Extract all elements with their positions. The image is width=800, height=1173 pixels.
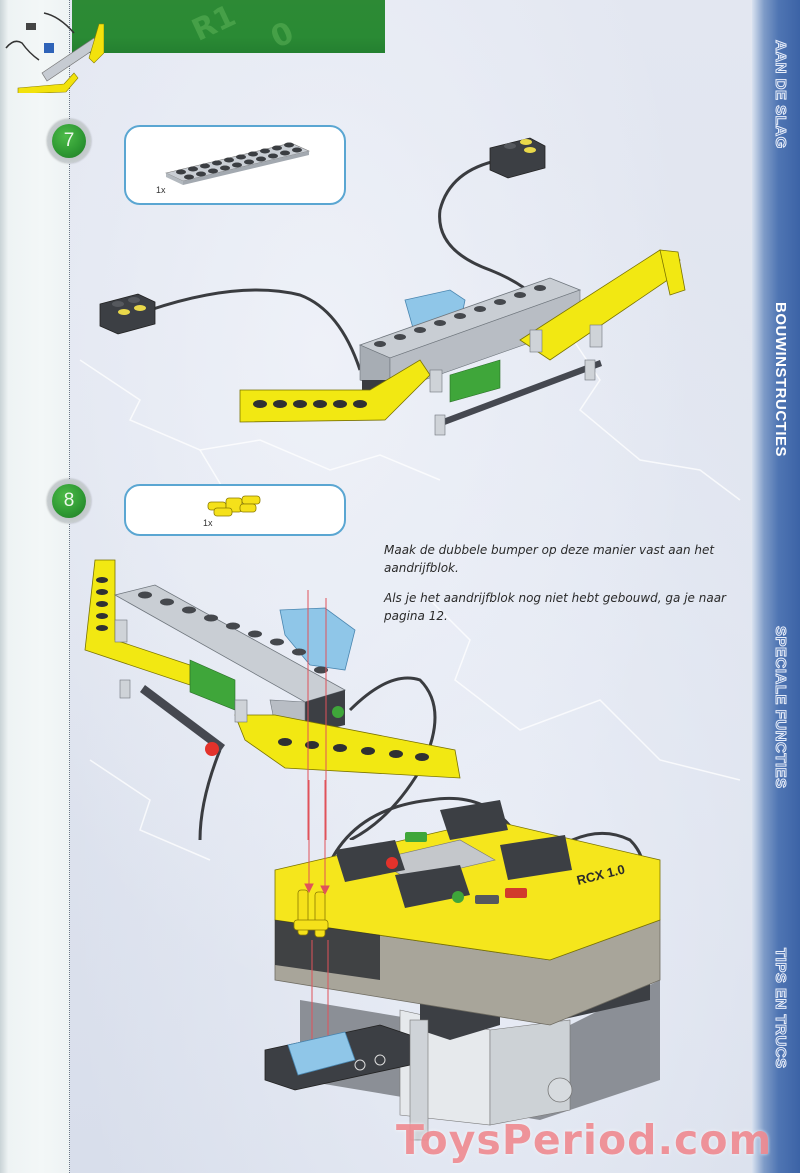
watermark: ToysPeriod.com	[396, 1116, 773, 1164]
tab-tips-en-trucs[interactable]: TIPS EN TRUCS	[772, 948, 790, 1070]
step-8-parts-callout: 1x	[124, 484, 346, 536]
step-7-parts-callout: 1x	[124, 125, 346, 205]
step-number: 8	[52, 484, 86, 518]
banner-pattern: R1	[186, 0, 242, 49]
plate-2x10-icon	[165, 142, 310, 185]
chapter-tab-strip	[752, 0, 800, 1173]
tab-speciale-functies[interactable]: SPECIALE FUNCTIES	[772, 626, 790, 790]
step-8-rcx-drive-block-illustration: RCX 1.0	[264, 780, 661, 1141]
step-number: 7	[52, 124, 86, 158]
part-quantity: 1x	[156, 185, 166, 195]
left-margin	[0, 0, 70, 1173]
part-quantity: 1x	[203, 518, 213, 528]
instruction-text: Maak de dubbele bumper op deze manier va…	[384, 541, 734, 637]
step-7-badge: 7	[47, 119, 91, 163]
header-banner: R1 0	[72, 0, 385, 53]
double-peg-connector-icon	[207, 495, 261, 517]
banner-pattern: 0	[265, 15, 300, 53]
instruction-paragraph-1: Maak de dubbele bumper op deze manier va…	[384, 543, 715, 575]
instruction-paragraph-2: Als je het aandrijfblok nog niet hebt ge…	[384, 591, 726, 623]
step-7-illustration	[99, 137, 686, 436]
model-thumbnail	[5, 12, 104, 93]
step-8-bumper-illustration	[84, 559, 461, 840]
step-8-badge: 8	[47, 479, 91, 523]
tab-aan-de-slag[interactable]: AAN DE SLAG	[772, 40, 790, 150]
tab-bouwinstructies[interactable]: BOUWINSTRUCTIES	[772, 302, 789, 457]
margin-divider	[69, 0, 70, 1173]
